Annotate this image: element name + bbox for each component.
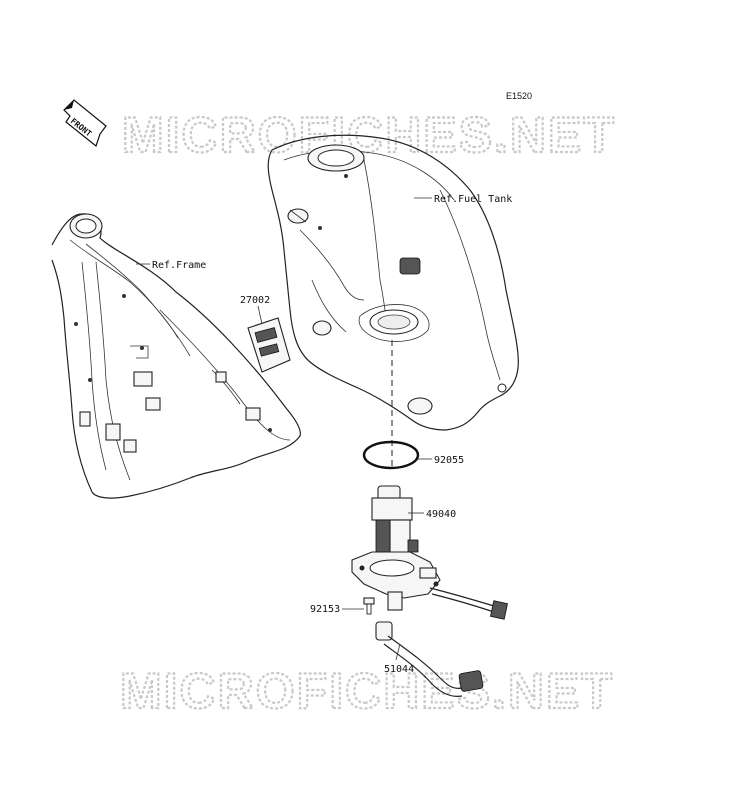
watermark-top: MICROFICHES.NET: [122, 107, 616, 163]
label-frame: Ref.Frame: [152, 260, 206, 271]
label-92153: 92153: [310, 604, 340, 615]
diagram-code: E1520: [506, 91, 532, 101]
front-arrow-icon: FRONT: [63, 99, 107, 148]
leader-51044: [395, 643, 401, 661]
label-51044: 51044: [384, 664, 414, 675]
leader-27002: [257, 305, 263, 325]
fuel-tank-drawing: [267, 134, 519, 431]
label-fuel-tank: Ref.Fuel Tank: [434, 194, 512, 205]
part-27002-switch: [247, 317, 291, 373]
o-ring-92055: [362, 440, 420, 470]
label-92055: 92055: [434, 455, 464, 466]
watermark-bottom: MICROFICHES.NET: [120, 663, 614, 719]
hose-51044: [375, 621, 484, 697]
fuel-pump-49040: [351, 485, 508, 620]
label-49040: 49040: [426, 509, 456, 520]
screw-92153: [363, 597, 375, 615]
frame-drawing: [51, 213, 301, 499]
label-27002: 27002: [240, 295, 270, 306]
